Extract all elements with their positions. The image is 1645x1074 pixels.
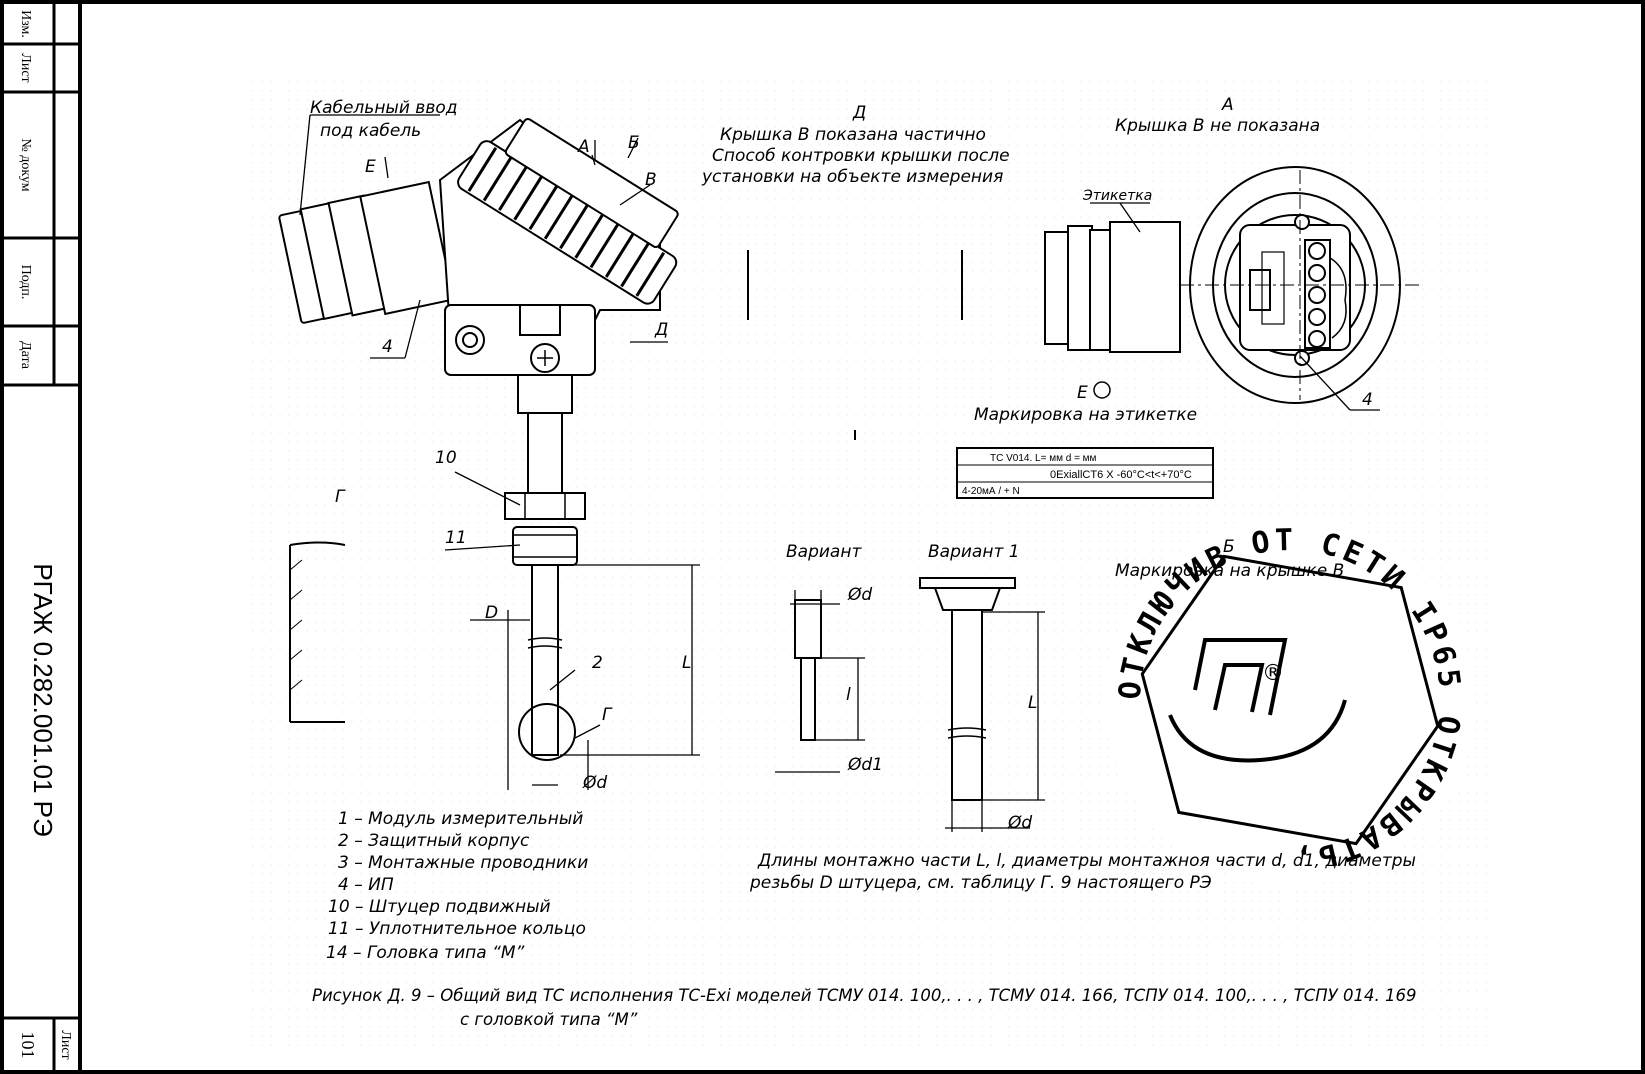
- plate-row-2: 0ExiallCT6 X -60°C<t<+70°C: [1050, 469, 1192, 481]
- variant-left-title: Вариант: [786, 542, 862, 562]
- logo-icon: [1168, 638, 1347, 763]
- view-g-title: Г: [335, 487, 346, 507]
- pos-b: Б: [628, 133, 640, 153]
- note-line-1: Длины монтажно части L, l, диаметры монт…: [757, 851, 1416, 871]
- dim-L: L: [682, 653, 691, 673]
- legend-3: 3 – Монтажные проводники: [338, 853, 588, 873]
- plate-row-3: 4-20мА / + N: [962, 486, 1020, 497]
- legend-10: 10 – Штуцер подвижный: [328, 897, 551, 917]
- view-d-line2: Способ контровки крышки после: [712, 146, 1010, 166]
- stamp-col-izm: Изм.: [18, 10, 33, 38]
- label-sticker: Этикетка: [1082, 188, 1152, 204]
- marking-plate: TC V014. L= мм d = мм 0ExiallCT6 X -60°C…: [956, 447, 1214, 499]
- sheet-label: Лист: [58, 1030, 73, 1059]
- view-a-leaders: [1090, 170, 1420, 411]
- view-b-text: Маркировка на крышке В: [1115, 561, 1344, 581]
- pos-4: 4: [382, 337, 393, 357]
- caption-line-1: Рисунок Д. 9 – Общий вид ТС исполнения Т…: [312, 986, 1416, 1005]
- view-a: [1044, 166, 1401, 404]
- detail-g: [289, 541, 346, 723]
- plate-row-1: TC V014. L= мм d = мм: [990, 453, 1097, 464]
- view-d-frame: [747, 250, 963, 440]
- cable-entry-2: под кабель: [320, 121, 421, 141]
- view-d-line3: установки на объекте измерения: [701, 167, 1003, 187]
- pos-d: Д: [654, 320, 668, 340]
- registered-mark: ®: [1262, 661, 1284, 686]
- e-mark: Е: [1077, 383, 1088, 403]
- dim-D: D: [485, 603, 498, 623]
- pos-v: В: [645, 170, 657, 190]
- sheet-number: 101: [18, 1032, 38, 1059]
- legend-11: 11 – Уплотнительное кольцо: [328, 919, 586, 939]
- marking-label: Маркировка на этикетке: [974, 405, 1197, 425]
- pos-e: Е: [365, 157, 376, 177]
- pos-g: Г: [602, 705, 613, 725]
- legend-1: 1 – Модуль измерительный: [338, 809, 583, 829]
- view-d-title: Д: [852, 103, 866, 123]
- legend-14: 14 – Головка типа “М”: [326, 943, 525, 963]
- view-b-title: Б: [1223, 537, 1235, 557]
- dim-od-main: Ød: [582, 773, 607, 793]
- dim-od-variant: Ød: [847, 585, 872, 605]
- legend-4: 4 – ИП: [338, 875, 394, 895]
- note-line-2: резьбы D штуцера, см. таблицу Г. 9 насто…: [749, 873, 1212, 893]
- caption-line-2: с головкой типа “М”: [460, 1010, 638, 1029]
- dim-L-variant1: L: [1028, 693, 1037, 713]
- dim-od1-variant: Ød1: [847, 755, 883, 775]
- view-a-title: А: [1221, 95, 1234, 115]
- pos-a: А: [577, 137, 590, 157]
- stamp-col-sign: Подп.: [18, 265, 33, 300]
- stamp-col-doc: № докум: [18, 138, 33, 191]
- main-view: [278, 117, 679, 761]
- pos-11: 11: [445, 528, 467, 548]
- legend-2: 2 – Защитный корпус: [338, 831, 530, 851]
- variant-left: [794, 599, 822, 741]
- pos-4-view-a: 4: [1362, 390, 1373, 410]
- variant-right: [919, 577, 1016, 801]
- doc-code: РГАЖ 0.282.001.01 РЭ: [28, 563, 58, 836]
- pos-10: 10: [435, 448, 457, 468]
- variant-right-title: Вариант 1: [928, 542, 1020, 562]
- stamp-col-list: Лист: [18, 53, 33, 82]
- cover-marking: ОТКЛЮЧИВ ОТ СЕТИ IP65 ОТКРЫВАТЬ, ®: [1105, 515, 1475, 885]
- view-d-line1: Крышка В показана частично: [720, 125, 986, 145]
- view-a-line1: Крышка В не показана: [1115, 116, 1320, 136]
- dim-od-variant1: Ød: [1007, 813, 1032, 833]
- cable-entry-1: Кабельный ввод: [310, 98, 458, 118]
- main-dimensions: [299, 114, 700, 790]
- stamp-col-date: Дата: [18, 341, 33, 370]
- pos-2: 2: [592, 653, 603, 673]
- dim-l-variant: l: [846, 685, 851, 705]
